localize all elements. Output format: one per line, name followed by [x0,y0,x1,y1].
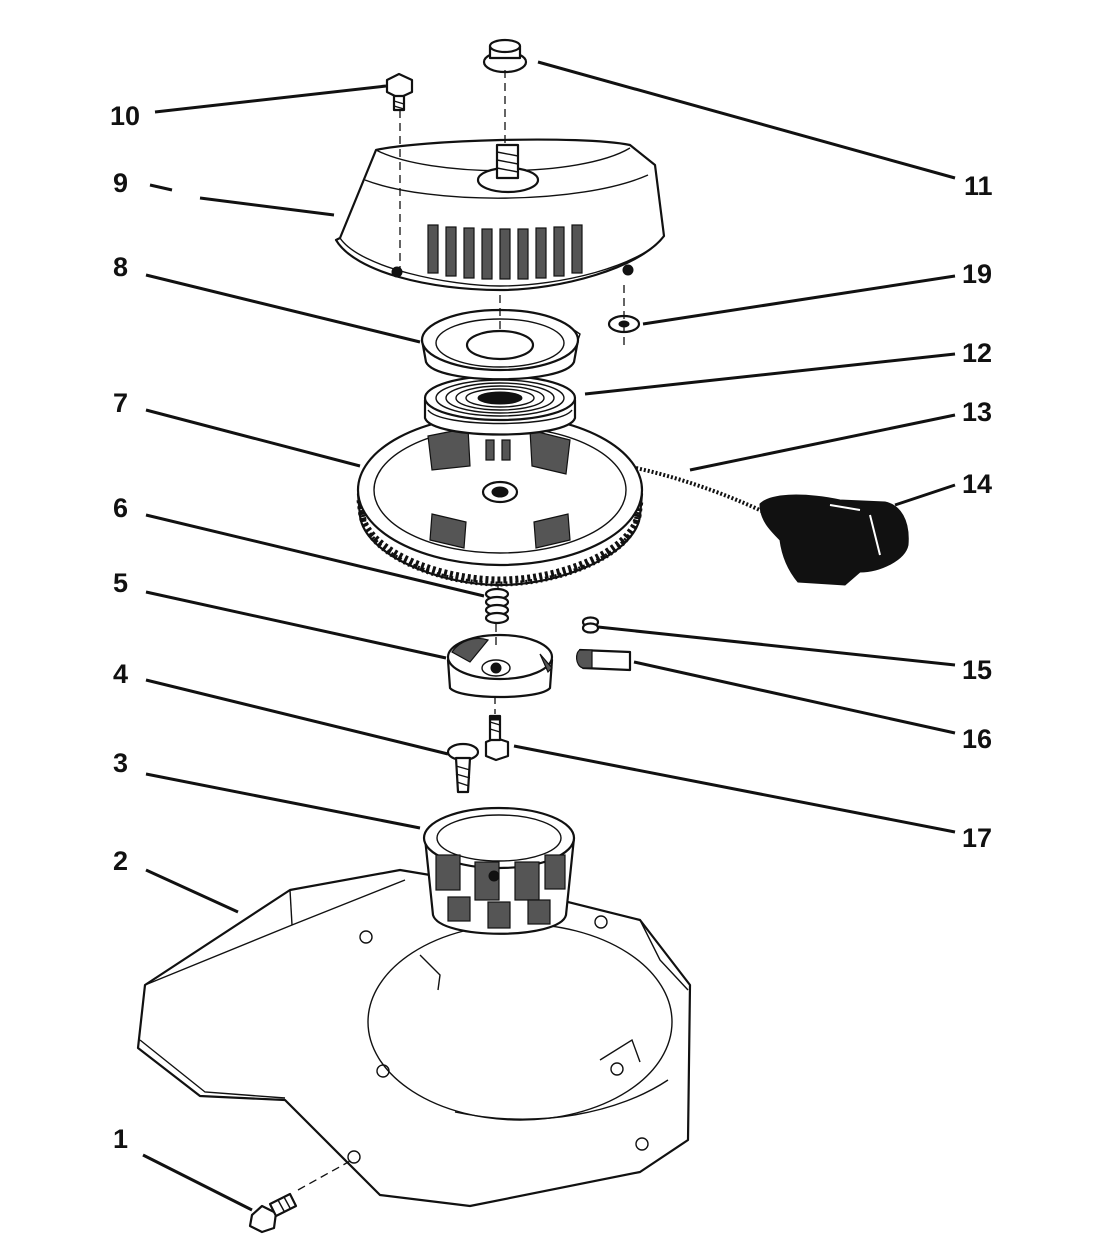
part-16-pawl [576,648,632,672]
part-4-screw [446,742,480,794]
callout-14: 14 [962,469,992,499]
part-6-spring [484,587,510,625]
callout-1: 1 [113,1124,128,1154]
part-14-rope-handle [759,494,909,586]
callout-7: 7 [113,388,128,418]
part-3-starter-cup [422,806,576,935]
part-13-starter-rope [635,466,771,517]
callout-4: 4 [113,659,128,689]
callout-19: 19 [962,259,992,289]
assembly-centerlines [297,70,625,1191]
callout-8: 8 [113,252,128,282]
callout-2: 2 [113,846,128,876]
part-12-recoil-spring [423,374,577,436]
callout-12: 12 [962,338,992,368]
callout-5: 5 [113,568,128,598]
part-7-pulley [356,413,644,587]
part-2-blower-housing [136,868,692,1208]
callout-13: 13 [962,397,992,427]
part-10-screw [385,72,414,112]
part-5-pawl-hub [446,633,554,699]
callout-leaders [142,60,956,1212]
cover-vent-slots [427,224,583,280]
part-1-screw [248,1192,298,1234]
part-15-pawl-spring [581,616,600,634]
callout-11: 11 [964,171,993,201]
part-8-spring-cover [420,308,581,381]
callout-16: 16 [962,724,992,754]
callout-9: 9 [113,168,128,198]
callout-3: 3 [113,748,128,778]
part-17-screw [484,714,510,762]
part-11-nut [482,38,528,74]
callout-10: 10 [110,101,140,131]
callout-17: 17 [962,823,992,853]
callout-15: 15 [962,655,992,685]
callout-labels: 1 2 3 4 5 6 7 8 9 10 11 12 13 14 15 16 1… [110,101,993,1154]
callout-6: 6 [113,493,128,523]
part-9-starter-cover [334,138,666,292]
